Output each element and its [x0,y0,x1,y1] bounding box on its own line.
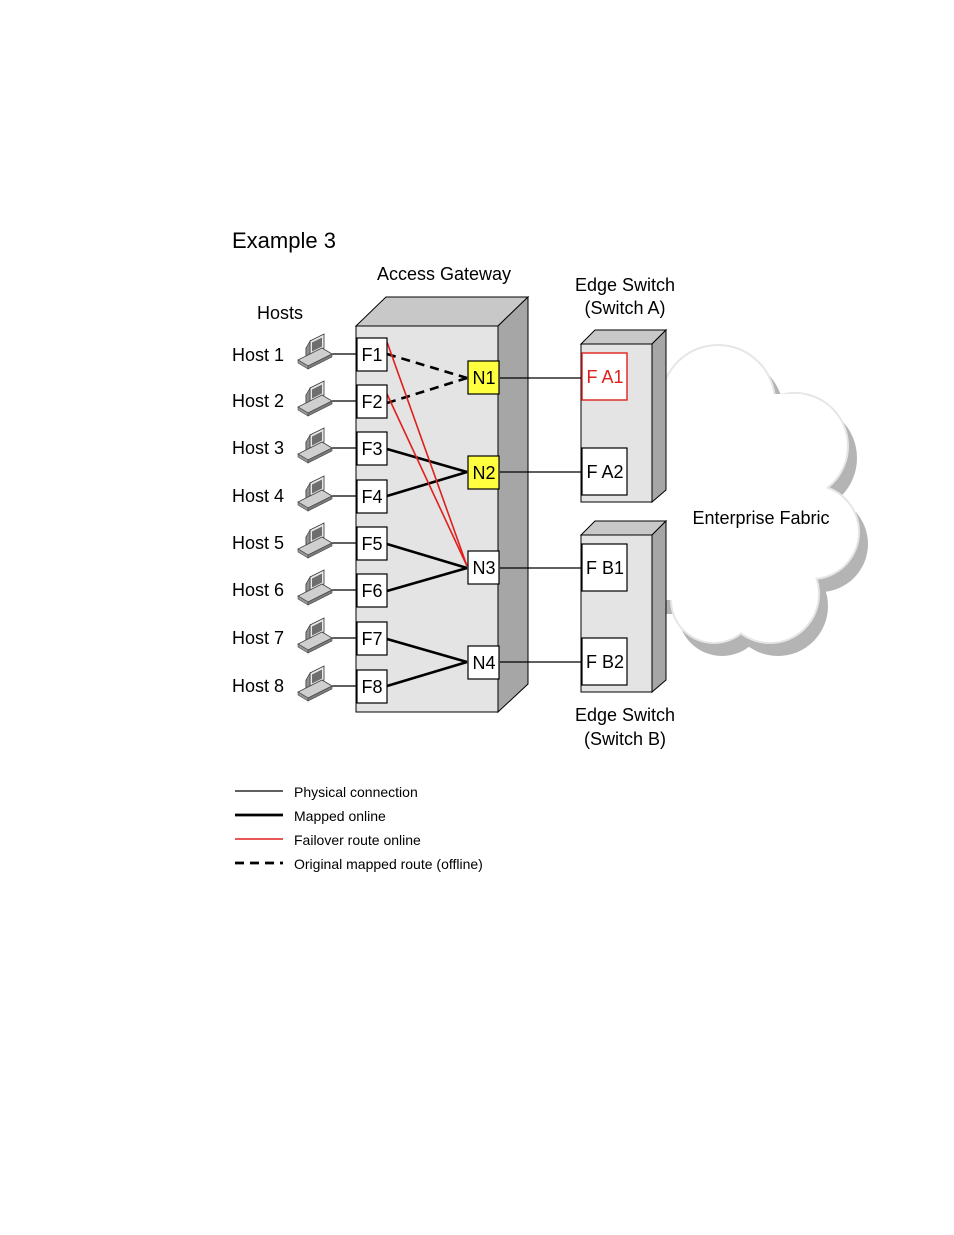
computer-icon [298,428,332,463]
port-label: N4 [472,653,495,673]
port-label: F3 [361,439,382,459]
f-port-3: F3 [357,432,387,465]
host-label: Host 2 [232,391,284,411]
port-label: N2 [472,463,495,483]
switch-b-top-face [581,521,666,535]
f-port-7: F7 [357,622,387,655]
legend-physical-label: Physical connection [294,784,418,800]
legend-original-label: Original mapped route (offline) [294,856,483,872]
host-label: Host 3 [232,438,284,458]
diagram-title: Example 3 [232,228,336,253]
host-8: Host 8 [232,666,332,701]
switch-a-top-face [581,330,666,344]
computer-icon [298,570,332,605]
port-label: F5 [361,534,382,554]
edge-switch-a-sublabel: (Switch A) [584,298,665,318]
enterprise-fabric-cloud [652,344,868,656]
legend-original: Original mapped route (offline) [235,856,483,872]
f-port-5: F5 [357,527,387,560]
switch-port-fb1: F B1 [582,544,627,591]
n-port-3: N3 [468,551,499,584]
hosts-label: Hosts [257,303,303,323]
port-label: N1 [472,368,495,388]
port-label: F6 [361,581,382,601]
port-label: F B2 [586,652,624,672]
host-label: Host 6 [232,580,284,600]
edge-switch-a-label: Edge Switch [575,275,675,295]
computer-icon [298,618,332,653]
switch-a-side-face [652,330,666,502]
host-cables [332,354,357,686]
edge-switch-b-label: Edge Switch [575,705,675,725]
host-label: Host 1 [232,345,284,365]
computer-icon [298,381,332,416]
access-gateway-label: Access Gateway [377,264,511,284]
f-port-8: F8 [357,670,387,703]
computer-icon [298,334,332,369]
f-port-2: F2 [357,385,387,418]
switch-port-fb2: F B2 [582,638,627,685]
port-label: F B1 [586,558,624,578]
host-label: Host 7 [232,628,284,648]
computer-icon [298,666,332,701]
gateway-side-face [498,297,528,712]
enterprise-fabric-label: Enterprise Fabric [692,508,829,528]
computer-icon [298,476,332,511]
port-label: F1 [361,345,382,365]
host-4: Host 4 [232,476,332,511]
switch-b-side-face [652,521,666,692]
host-2: Host 2 [232,381,332,416]
legend-failover: Failover route online [235,832,421,848]
f-port-1: F1 [357,338,387,371]
host-label: Host 8 [232,676,284,696]
legend-failover-label: Failover route online [294,832,421,848]
legend-mapped: Mapped online [235,808,386,824]
edge-switch-b-sublabel: (Switch B) [584,729,666,749]
host-label: Host 5 [232,533,284,553]
host-7: Host 7 [232,618,332,653]
legend: Physical connection Mapped online Failov… [235,784,483,872]
host-5: Host 5 [232,523,332,558]
switch-port-fa2: F A2 [582,448,627,495]
host-6: Host 6 [232,570,332,605]
n-port-4: N4 [468,646,499,679]
switch-port-fa1: F A1 [582,353,627,400]
f-port-6: F6 [357,574,387,607]
port-label: F7 [361,629,382,649]
legend-mapped-label: Mapped online [294,808,386,824]
computer-icon [298,523,332,558]
legend-physical: Physical connection [235,784,418,800]
host-1: Host 1 [232,334,332,369]
n-port-1: N1 [468,361,499,394]
host-label: Host 4 [232,486,284,506]
port-label: F2 [361,392,382,412]
port-label: N3 [472,558,495,578]
f-port-4: F4 [357,480,387,513]
port-label: F4 [361,487,382,507]
n-port-2: N2 [468,456,499,489]
host-3: Host 3 [232,428,332,463]
port-label: F A2 [586,462,623,482]
port-label: F A1 [586,367,623,387]
port-label: F8 [361,677,382,697]
